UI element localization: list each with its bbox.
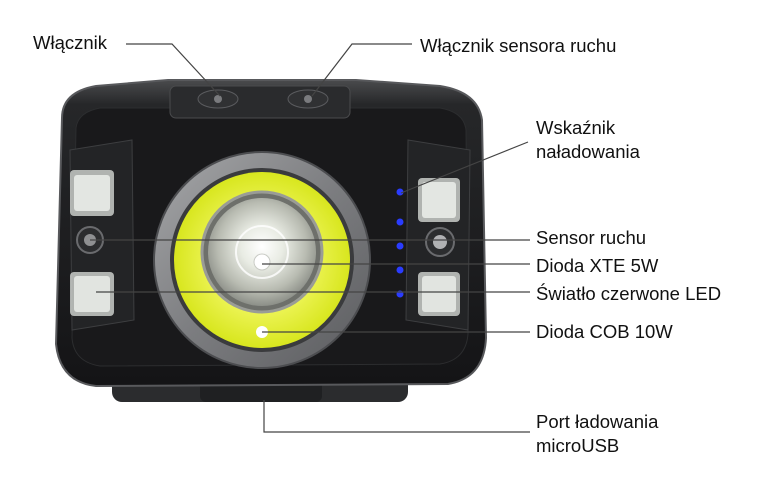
label-charge-indicator-line1: Wskaźnik	[536, 117, 616, 138]
label-cob-diode: Dioda COB 10W	[536, 321, 673, 342]
label-xte-diode: Dioda XTE 5W	[536, 255, 659, 276]
label-power-switch: Włącznik	[33, 32, 108, 53]
leader-lines	[90, 43, 530, 433]
motion-sensor-button	[287, 89, 329, 109]
xte-lens	[208, 198, 316, 306]
leader-power-switch	[126, 43, 221, 97]
label-charge-indicator: Wskaźnik naładowania	[536, 116, 640, 164]
right-side-panel	[405, 139, 471, 331]
main-lamp	[153, 151, 371, 369]
label-usb-port-line1: Port ładowania	[536, 411, 659, 432]
label-usb-port-line2: microUSB	[536, 435, 620, 456]
leader-motion-sensor-switch	[311, 43, 412, 97]
label-red-led: Światło czerwone LED	[536, 283, 722, 304]
leader-usb-port	[263, 400, 530, 433]
label-charge-indicator-line2: naładowania	[536, 141, 640, 162]
power-button	[197, 89, 239, 109]
left-side-panel	[69, 139, 135, 331]
label-motion-sensor: Sensor ruchu	[536, 227, 647, 248]
label-motion-sensor-switch: Włącznik sensora ruchu	[420, 35, 617, 56]
label-usb-port: Port ładowania microUSB	[536, 410, 658, 458]
leader-charge-indicator	[400, 141, 529, 194]
